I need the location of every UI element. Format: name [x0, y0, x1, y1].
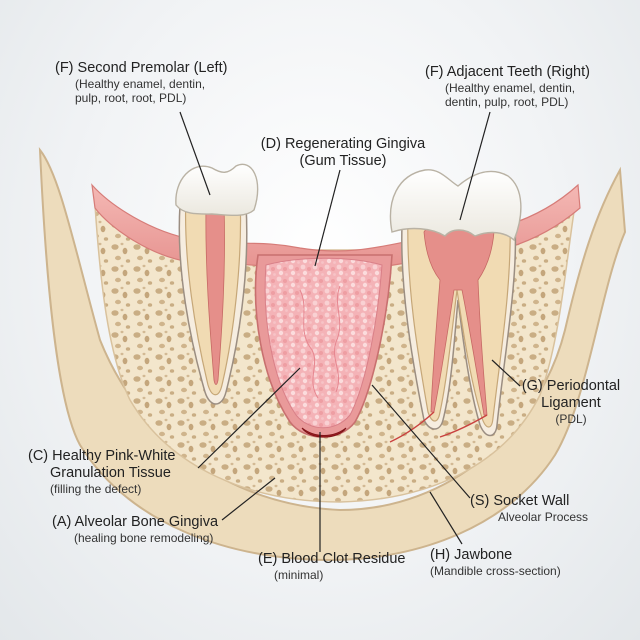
label-adjacent-teeth-title: (F) Adjacent Teeth (Right)	[425, 64, 590, 80]
label-regenerating-gingiva-title: (D) Regenerating Gingiva	[260, 136, 426, 152]
granulation-tissue	[264, 257, 383, 429]
label-second-premolar-line1: (Healthy enamel, dentin,	[75, 77, 206, 92]
label-pdl-line1: (G) Periodontal	[521, 378, 621, 394]
granulation-veins	[299, 285, 341, 399]
label-pdl-line2: Ligament	[541, 395, 601, 412]
leader-regenerating-gingiva	[314, 169, 341, 267]
label-socket-wall: (S) Socket Wall Alveolar Process	[470, 493, 588, 524]
label-granulation-line3: (filling the defect)	[50, 482, 142, 497]
label-alveolar-bone-sub: (healing bone remodeling)	[74, 531, 214, 546]
label-blood-clot-sub: (minimal)	[274, 568, 324, 583]
label-alveolar-bone-title: (A) Alveolar Bone Gingiva	[52, 514, 219, 530]
label-pdl-line3: (PDL)	[555, 412, 587, 427]
leader-lines	[179, 111, 521, 552]
label-jawbone-title: (H) Jawbone	[430, 547, 513, 563]
label-adjacent-teeth: (F) Adjacent Teeth (Right) (Healthy enam…	[425, 64, 590, 109]
leader-second-premolar	[179, 111, 211, 196]
leader-socket-wall	[371, 384, 471, 499]
left-premolar-pulp	[205, 204, 225, 385]
blood-clot	[301, 427, 347, 438]
label-periodontal-ligament: (G) Periodontal Ligament (PDL)	[515, 378, 627, 426]
leader-granulation	[197, 367, 301, 469]
label-blood-clot: (E) Blood Clot Residue (minimal)	[258, 551, 406, 582]
label-alveolar-bone: (A) Alveolar Bone Gingiva (healing bone …	[52, 514, 218, 545]
label-adjacent-teeth-line2: dentin, pulp, root, PDL)	[445, 95, 569, 110]
label-socket-wall-sub: Alveolar Process	[498, 510, 589, 525]
right-molar-enamel	[389, 169, 522, 242]
label-second-premolar-line2: pulp, root, root, PDL)	[75, 91, 187, 106]
label-granulation-tissue: (C) Healthy Pink-White Granulation Tissu…	[28, 448, 175, 496]
label-regenerating-gingiva-sub: (Gum Tissue)	[299, 153, 387, 170]
label-socket-wall-title: (S) Socket Wall	[470, 493, 570, 509]
leader-jawbone	[429, 491, 463, 545]
label-granulation-line2: Granulation Tissue	[50, 465, 171, 482]
left-premolar-enamel	[175, 163, 259, 217]
right-molar-nerve	[389, 411, 488, 443]
label-granulation-line1: (C) Healthy Pink-White	[28, 448, 176, 464]
leader-adjacent-teeth	[459, 111, 491, 221]
label-adjacent-teeth-line1: (Healthy enamel, dentin,	[445, 81, 576, 96]
leader-pdl	[491, 359, 521, 387]
label-jawbone-sub: (Mandible cross-section)	[430, 564, 561, 579]
leader-alveolar-bone	[221, 477, 276, 521]
label-second-premolar: (F) Second Premolar (Left) (Healthy enam…	[55, 60, 227, 105]
label-jawbone: (H) Jawbone (Mandible cross-section)	[430, 547, 561, 578]
label-blood-clot-title: (E) Blood Clot Residue	[258, 551, 406, 567]
label-regenerating-gingiva: (D) Regenerating Gingiva (Gum Tissue)	[258, 136, 428, 170]
label-second-premolar-title: (F) Second Premolar (Left)	[55, 60, 228, 76]
